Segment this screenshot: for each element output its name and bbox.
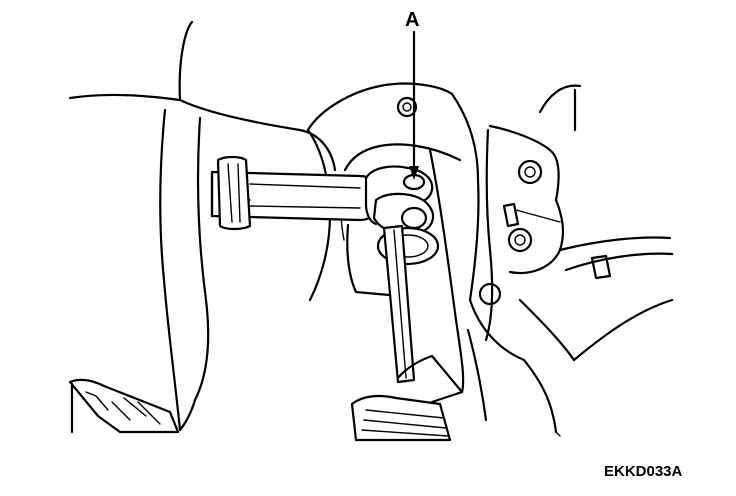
- callout-leader: [409, 30, 419, 180]
- intermediate-shaft: [382, 224, 416, 384]
- figure-code: EKKD033A: [604, 463, 683, 480]
- shaft-clamp: [216, 155, 252, 231]
- accelerator-pedal: [68, 378, 180, 434]
- pedal-bracket: [450, 84, 582, 362]
- universal-joint: [364, 165, 435, 236]
- dash-panel-left: [68, 20, 337, 432]
- brake-pedal: [350, 148, 465, 442]
- callout-label-a: A: [405, 9, 420, 31]
- lower-body-right: [466, 236, 674, 437]
